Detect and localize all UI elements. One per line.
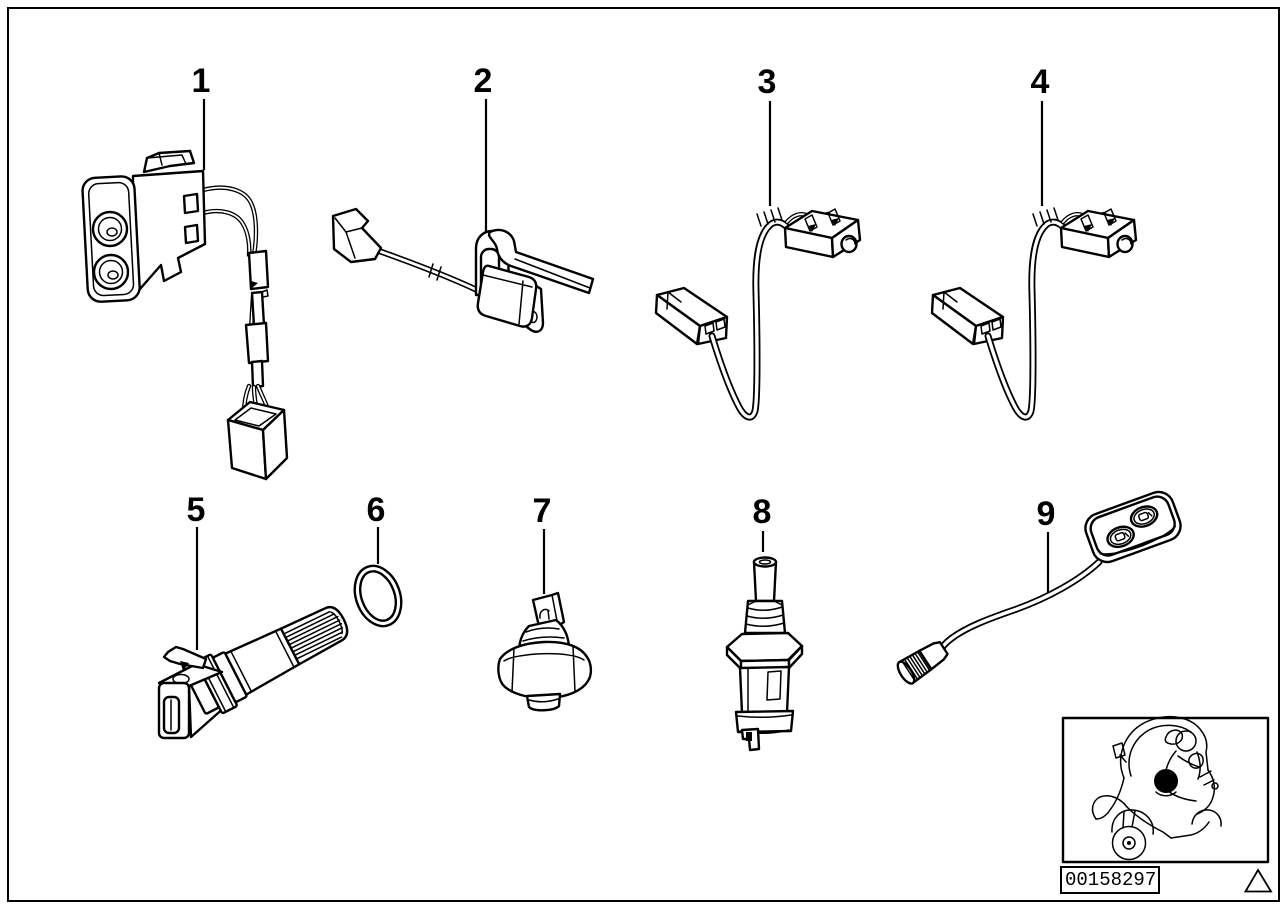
triangle-marker-icon [1243,868,1273,893]
part-1-illustration[interactable] [81,149,289,481]
part-7-illustration[interactable] [497,591,593,712]
drawing-number: 00158297 [1060,866,1160,894]
callout-7[interactable]: 7 [532,492,552,530]
callout-6[interactable]: 6 [366,491,386,529]
diagram-border [7,7,1280,902]
leader-lines [195,99,1050,650]
callout-3[interactable]: 3 [757,63,777,101]
part-8-illustration[interactable] [725,556,804,752]
callout-9[interactable]: 9 [1036,495,1056,533]
callout-2[interactable]: 2 [473,62,493,100]
part-9-illustration[interactable] [895,488,1185,686]
part-3-illustration[interactable] [656,208,860,417]
bmw-c1-scooter-icon [1091,715,1222,861]
vehicle-thumbnail[interactable] [1061,715,1270,864]
part-5-illustration[interactable] [157,593,357,740]
part-6-illustration[interactable] [347,559,410,632]
callout-4[interactable]: 4 [1030,63,1050,101]
part-2-illustration[interactable] [331,207,595,333]
callout-8[interactable]: 8 [752,493,772,531]
part-4-illustration[interactable] [932,208,1136,417]
callout-5[interactable]: 5 [186,491,206,529]
location-dot-icon [1154,769,1178,793]
callout-1[interactable]: 1 [191,62,211,100]
